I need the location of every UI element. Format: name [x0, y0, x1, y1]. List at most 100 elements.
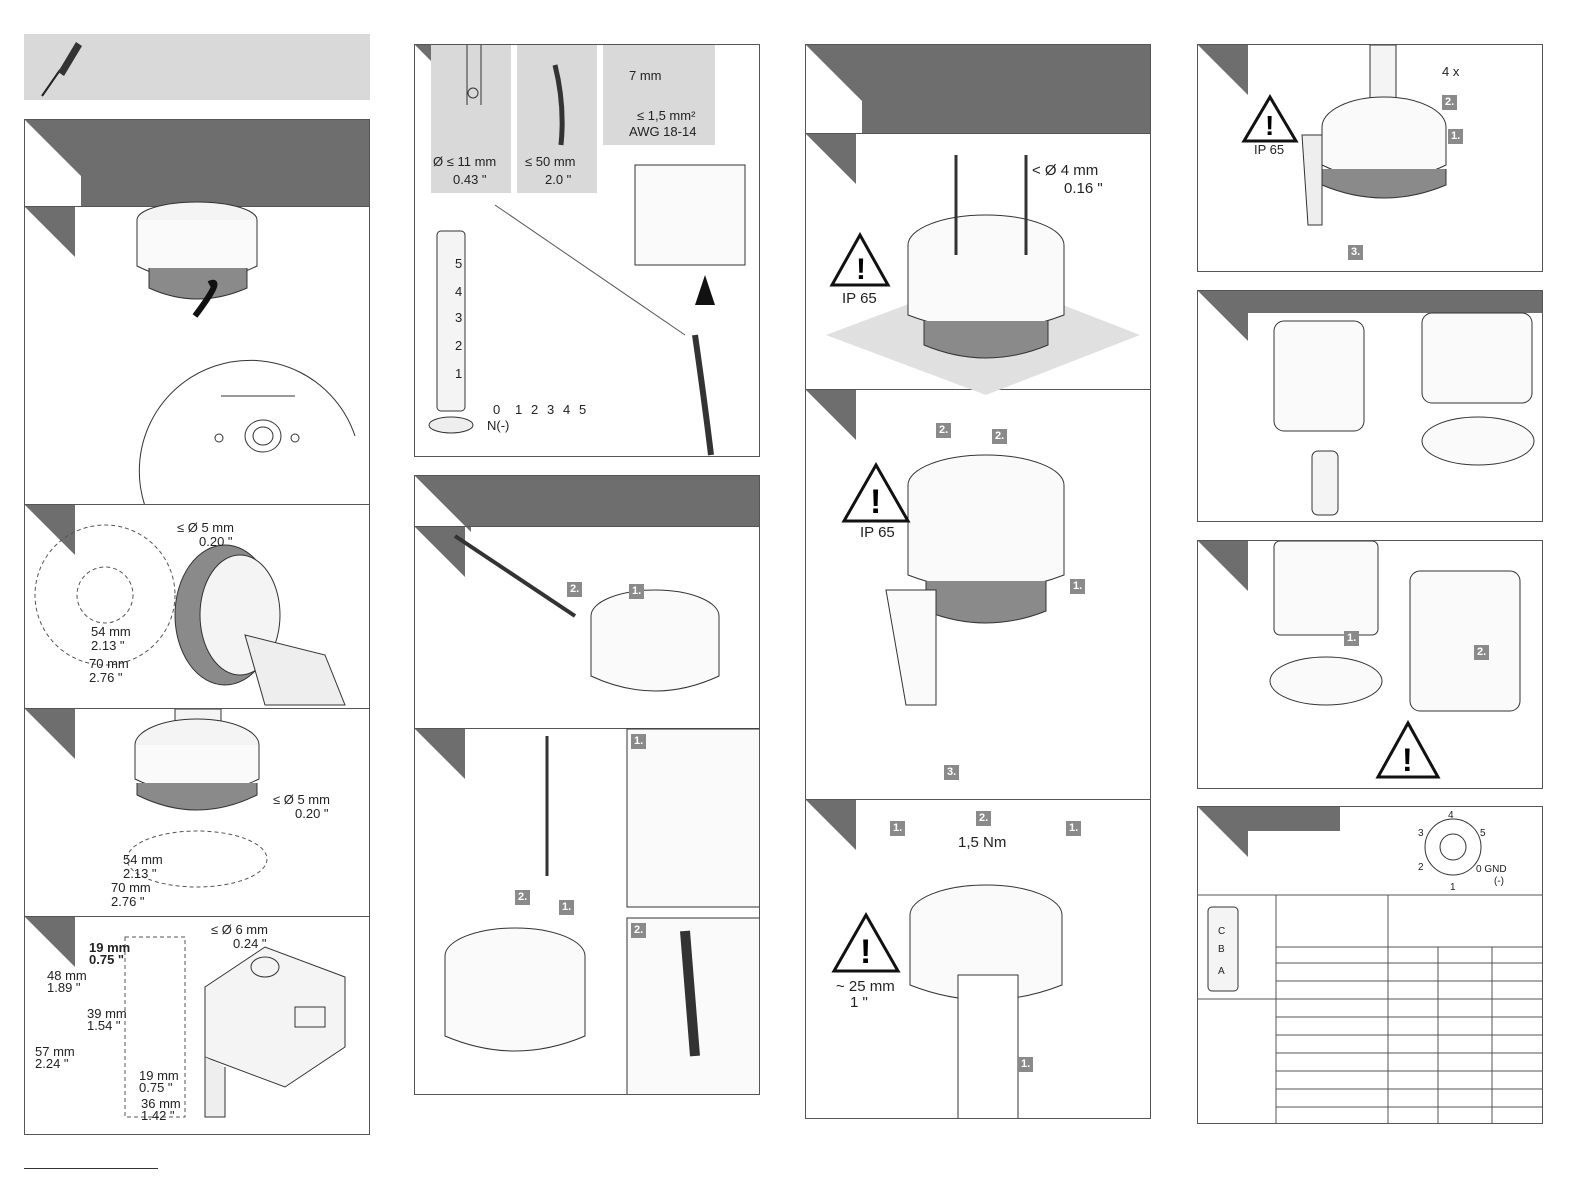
dim-54-in: 2.13 "	[91, 638, 125, 653]
insert-depth-in: 1 "	[850, 994, 868, 1011]
dim-54-mm: 54 mm	[91, 624, 131, 639]
module-a: A	[1218, 966, 1225, 977]
dim-36-mm: 36 mm	[141, 1096, 181, 1111]
panel-header	[862, 45, 1150, 133]
terminal-0: 0	[493, 402, 501, 417]
step-corner	[806, 390, 856, 440]
panel-module-stack	[1197, 290, 1543, 522]
warning-icon: !	[831, 911, 901, 973]
strip-length: 7 mm	[629, 68, 662, 83]
step-3-badge: 3.	[1348, 245, 1364, 260]
terminal-2: 2	[531, 402, 539, 417]
pin-5: 5	[1480, 828, 1486, 839]
hole-dim-mm: ≤ Ø 5 mm	[177, 520, 234, 535]
step-2-badge: 2.	[992, 429, 1008, 444]
tier-4: 4	[455, 284, 463, 299]
hole-dim-in: 0.20 "	[199, 534, 233, 549]
panel-rail-mount	[24, 119, 370, 505]
terminal-4: 4	[563, 402, 571, 417]
wire-section: ≤ 1,5 mm²	[637, 108, 696, 123]
panel-flange-mount: ≤ Ø 5 mm 0.20 " 54 mm 2.13 " 70 mm 2.76 …	[24, 504, 370, 709]
step-1-badge: 1.	[559, 900, 575, 915]
disconnect-illustration	[444, 534, 759, 1094]
step-corner	[1198, 291, 1248, 341]
dim-39-mm: 39 mm	[87, 1006, 127, 1021]
step-corner	[1198, 807, 1248, 857]
torque-value: 1,5 Nm	[958, 834, 1007, 851]
step-corner	[25, 207, 75, 257]
dim-19b-in: 0.75 "	[139, 1080, 173, 1095]
warning-icon: !	[841, 461, 911, 523]
pin-0-gnd: 0 GND	[1476, 864, 1507, 875]
tier-1: 1	[455, 366, 463, 381]
module-lock-illustration: !	[1269, 541, 1521, 779]
dim-70-mm: 70 mm	[111, 880, 151, 895]
screw-dim-mm: < Ø 4 mm	[1032, 162, 1099, 179]
panel-header	[471, 476, 759, 526]
pin-3: 3	[1418, 828, 1424, 839]
tube-length-mm: ≤ 50 mm	[525, 154, 576, 169]
dim-54-in: 2.13 "	[123, 866, 157, 881]
panel-base-mount: ≤ Ø 5 mm 0.20 " 54 mm 2.13 " 70 mm 2.76 …	[24, 708, 370, 917]
dim-57-in: 2.24 "	[35, 1056, 69, 1071]
pin-1: 1	[1450, 882, 1456, 893]
step-1-badge: 1.	[1448, 129, 1464, 144]
step-2-badge: 2.	[1474, 645, 1490, 660]
wire-awg: AWG 18-14	[629, 124, 697, 139]
panel-header	[1246, 807, 1340, 831]
footer-rule	[24, 1168, 158, 1169]
step-corner	[806, 45, 862, 101]
step-corner	[1198, 541, 1248, 591]
dim-19-mm: 19 mm	[89, 940, 131, 955]
warning-icon: !	[1375, 719, 1441, 779]
ip-rating: IP 65	[1254, 142, 1285, 157]
step-2-badge: 2.	[936, 423, 952, 438]
dim-70-mm: 70 mm	[89, 656, 129, 671]
step-2-badge: 2.	[515, 890, 531, 905]
divider	[806, 133, 1150, 134]
pin-4: 4	[1448, 810, 1454, 821]
step-1-badge: 1.	[1018, 1057, 1034, 1072]
wiring-illustration	[428, 45, 746, 456]
svg-text:!: !	[1265, 110, 1274, 141]
panel-header	[81, 120, 369, 206]
divider	[806, 799, 1150, 800]
step-corner	[25, 709, 75, 759]
wire-spec-box	[603, 45, 715, 145]
step-1-badge: 1.	[890, 821, 906, 836]
step-corner	[25, 917, 75, 967]
panel-wiring: Ø ≤ 11 mm 0.43 " ≤ 50 mm 2.0 " 7 mm ≤ 1,…	[414, 44, 760, 457]
divider	[415, 728, 759, 729]
tools-box	[24, 34, 370, 100]
hole-dim-mm: ≤ Ø 6 mm	[211, 922, 268, 937]
dim-19-in: 0.75 "	[89, 952, 125, 967]
pin-gnd-sign: (-)	[1494, 876, 1504, 887]
panel-disconnect: 2. 1. 2. 1. 1. 2.	[414, 475, 760, 1095]
step-corner	[25, 120, 81, 176]
panel-header	[1248, 291, 1542, 313]
dim-70-in: 2.76 "	[111, 894, 145, 909]
panel-module-lock: ! 1. 2.	[1197, 540, 1543, 789]
step-corner	[415, 476, 471, 532]
dim-19b-mm: 19 mm	[139, 1068, 179, 1083]
screw-dim-in: 0.16 "	[1064, 180, 1103, 197]
dim-36-in: 1.42 "	[141, 1108, 175, 1123]
hole-dim-in: 0.24 "	[233, 936, 267, 951]
step-3-badge: 3.	[944, 765, 960, 780]
flange-illustration	[34, 524, 346, 706]
terminal-5: 5	[579, 402, 587, 417]
step-1-badge: 1.	[631, 734, 647, 749]
step-2-badge: 2.	[1442, 95, 1458, 110]
install-illustration: ! ! !	[826, 155, 1140, 1118]
screw-count: 4 x	[1442, 64, 1460, 79]
tier-3: 3	[455, 310, 463, 325]
step-corner	[415, 729, 465, 779]
dim-39-in: 1.54 "	[87, 1018, 121, 1033]
step-1-badge: 1.	[1070, 579, 1086, 594]
panel-bracket-mount: ≤ Ø 6 mm 0.24 " 19 mm 0.75 " 48 mm 1.89 …	[24, 916, 370, 1135]
hole-dim-mm: ≤ Ø 5 mm	[273, 792, 330, 807]
dim-57-mm: 57 mm	[35, 1044, 75, 1059]
svg-text:!: !	[1402, 742, 1413, 778]
step-corner	[1198, 45, 1248, 95]
hole-dim-in: 0.20 "	[295, 806, 329, 821]
